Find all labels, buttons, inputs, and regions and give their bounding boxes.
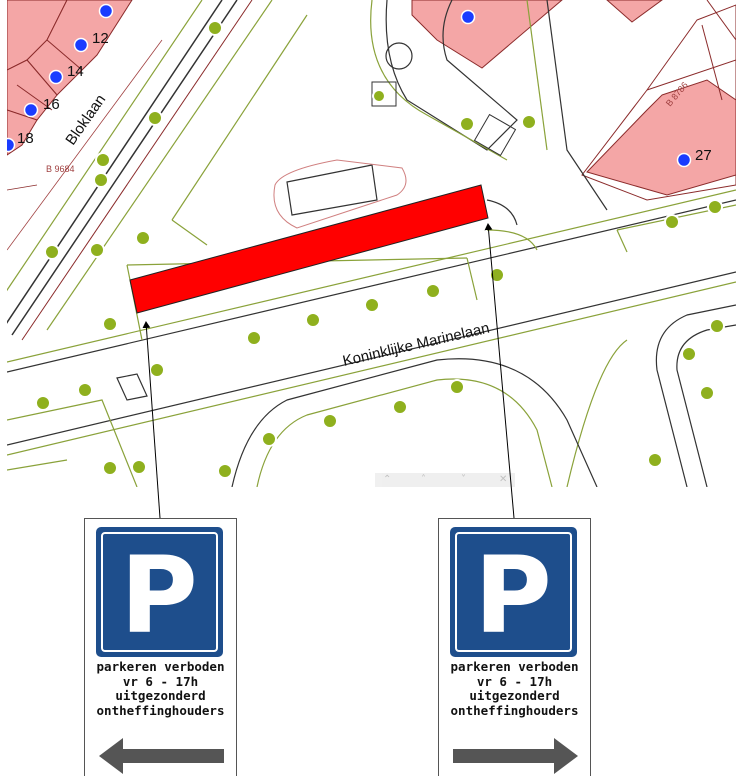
sign-line: ontheffinghouders xyxy=(450,702,579,718)
upper-structures xyxy=(7,0,608,229)
tree-icon xyxy=(709,318,725,334)
svg-text:P: P xyxy=(120,534,198,650)
house-number-12: 12 xyxy=(92,30,109,47)
map-panel[interactable]: 12 14 16 18 27 Bloklaan Koninklijke Mari… xyxy=(7,0,736,487)
buildings-right xyxy=(581,0,736,201)
sign-text: parkeren verboden vr 6 - 17h uitgezonder… xyxy=(87,659,234,718)
building-top-center xyxy=(411,0,663,69)
parking-p-panel: P xyxy=(450,527,577,657)
tree-icon xyxy=(217,463,233,479)
tree-icon xyxy=(207,20,223,36)
house-number-16: 16 xyxy=(43,96,60,113)
collapse-up-icon[interactable]: ⌃ xyxy=(383,474,392,485)
house-number-14: 14 xyxy=(67,63,84,80)
sign-text: parkeren verboden vr 6 - 17h uitgezonder… xyxy=(441,659,588,718)
parking-p-icon: P xyxy=(474,534,552,650)
tree-icon xyxy=(425,283,441,299)
house-number-18: 18 xyxy=(17,130,34,147)
tree-icon xyxy=(364,297,380,313)
sign-line: vr 6 - 17h xyxy=(122,673,199,689)
parking-p-icon: P xyxy=(120,534,198,650)
tree-icon xyxy=(681,346,697,362)
cadastral-map[interactable]: 12 14 16 18 27 Bloklaan Koninklijke Mari… xyxy=(7,0,736,487)
address-point-icon xyxy=(676,152,692,168)
map-toolbar: ⌃ ˄ ˅ ✕ xyxy=(375,473,515,487)
tree-icon xyxy=(322,413,338,429)
tree-icon xyxy=(44,244,60,260)
tree-icon xyxy=(102,316,118,332)
parcel-code-b9684: B 9684 xyxy=(46,164,75,174)
sign-line: vr 6 - 17h xyxy=(476,673,553,689)
tree-icon xyxy=(449,379,465,395)
tree-icon xyxy=(699,385,715,401)
tree-icon xyxy=(93,172,109,188)
tree-icon xyxy=(149,362,165,378)
tree-icon xyxy=(147,110,163,126)
tree-icon xyxy=(95,152,111,168)
lower-parcels xyxy=(7,304,736,487)
address-point-icon xyxy=(23,102,39,118)
address-point-icon xyxy=(48,69,64,85)
bloklaan-road xyxy=(7,0,308,341)
address-point-icon xyxy=(7,137,16,153)
tree-icon xyxy=(707,199,723,215)
tree-icon xyxy=(135,230,151,246)
tree-icon xyxy=(131,459,147,475)
tree-icon xyxy=(102,460,118,476)
tree-icon xyxy=(372,89,386,103)
sign-line: parkeren verboden xyxy=(450,659,579,674)
tree-icon xyxy=(647,452,663,468)
tree-icon xyxy=(261,431,277,447)
sign-line: uitgezonderd xyxy=(469,688,560,703)
chevron-up-icon[interactable]: ˄ xyxy=(421,474,426,485)
address-point-icon xyxy=(460,9,476,25)
tree-icon xyxy=(305,312,321,328)
parking-sign-left: P parkeren verboden vr 6 - 17h uitgezond… xyxy=(84,518,237,776)
tree-icon xyxy=(664,214,680,230)
tree-icon xyxy=(89,242,105,258)
tree-icon xyxy=(489,267,505,283)
parking-sign-right: P parkeren verboden vr 6 - 17h uitgezond… xyxy=(438,518,591,776)
arrow-left-icon xyxy=(99,738,224,774)
address-point-icon xyxy=(98,3,114,19)
tree-icon xyxy=(35,395,51,411)
tree-icon xyxy=(246,330,262,346)
restricted-parking-zone[interactable] xyxy=(129,184,489,314)
sign-line: uitgezonderd xyxy=(115,688,206,703)
address-point-icons xyxy=(7,3,692,168)
parking-p-panel: P xyxy=(96,527,223,657)
tree-icon xyxy=(392,399,408,415)
tree-icon xyxy=(459,116,475,132)
house-number-27: 27 xyxy=(695,147,712,164)
close-icon[interactable]: ✕ xyxy=(499,474,508,485)
address-point-icon xyxy=(73,37,89,53)
sign-line: ontheffinghouders xyxy=(96,702,225,718)
tree-icon xyxy=(521,114,537,130)
arrow-right-icon xyxy=(453,738,578,774)
tree-icon xyxy=(77,382,93,398)
svg-text:P: P xyxy=(474,534,552,650)
sign-line: parkeren verboden xyxy=(96,659,225,674)
chevron-down-icon[interactable]: ˅ xyxy=(461,474,466,485)
